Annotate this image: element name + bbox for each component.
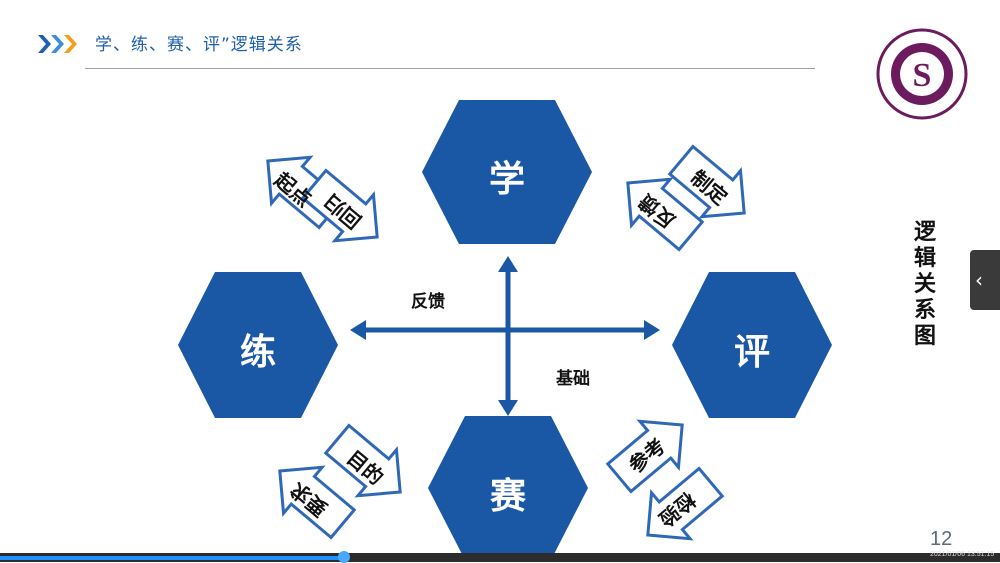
hex-practice: [178, 272, 338, 418]
hex-compete: [428, 416, 588, 560]
node-evaluate-label: 评: [733, 332, 770, 373]
header-divider: [85, 68, 815, 69]
page-number: 12: [930, 528, 953, 550]
block-arrow-4: [667, 144, 746, 219]
timestamp: 2021/01/06 13:51:15: [930, 551, 995, 558]
chevron-left-icon[interactable]: ‹: [975, 268, 983, 292]
block-arrow-6: [278, 465, 357, 540]
block-arrow-3: [626, 177, 705, 252]
progress-bar[interactable]: [0, 556, 345, 560]
page-title: 学、练、赛、评”逻辑关系: [95, 35, 303, 55]
block-arrow-5: [323, 423, 402, 498]
hex-learn: [422, 100, 592, 244]
foundation-label: 基础: [556, 369, 590, 389]
block-arrow-7: [605, 419, 684, 494]
chevron-bullet-icon: [38, 35, 77, 53]
svg-text:S: S: [913, 57, 932, 94]
progress-handle[interactable]: [338, 551, 350, 563]
player-bar: [0, 553, 1000, 562]
side-title: 逻辑关系图: [913, 220, 936, 349]
school-logo: S: [876, 28, 968, 120]
node-learn-label: 学: [488, 159, 525, 200]
feedback-label: 反馈: [411, 292, 445, 312]
side-panel-toggle[interactable]: [970, 250, 1000, 310]
node-practice-label: 练: [239, 332, 276, 373]
block-arrow-2: [300, 168, 379, 243]
node-compete-label: 赛: [489, 476, 526, 517]
hex-evaluate: [672, 272, 832, 418]
block-arrow-8: [646, 466, 725, 541]
